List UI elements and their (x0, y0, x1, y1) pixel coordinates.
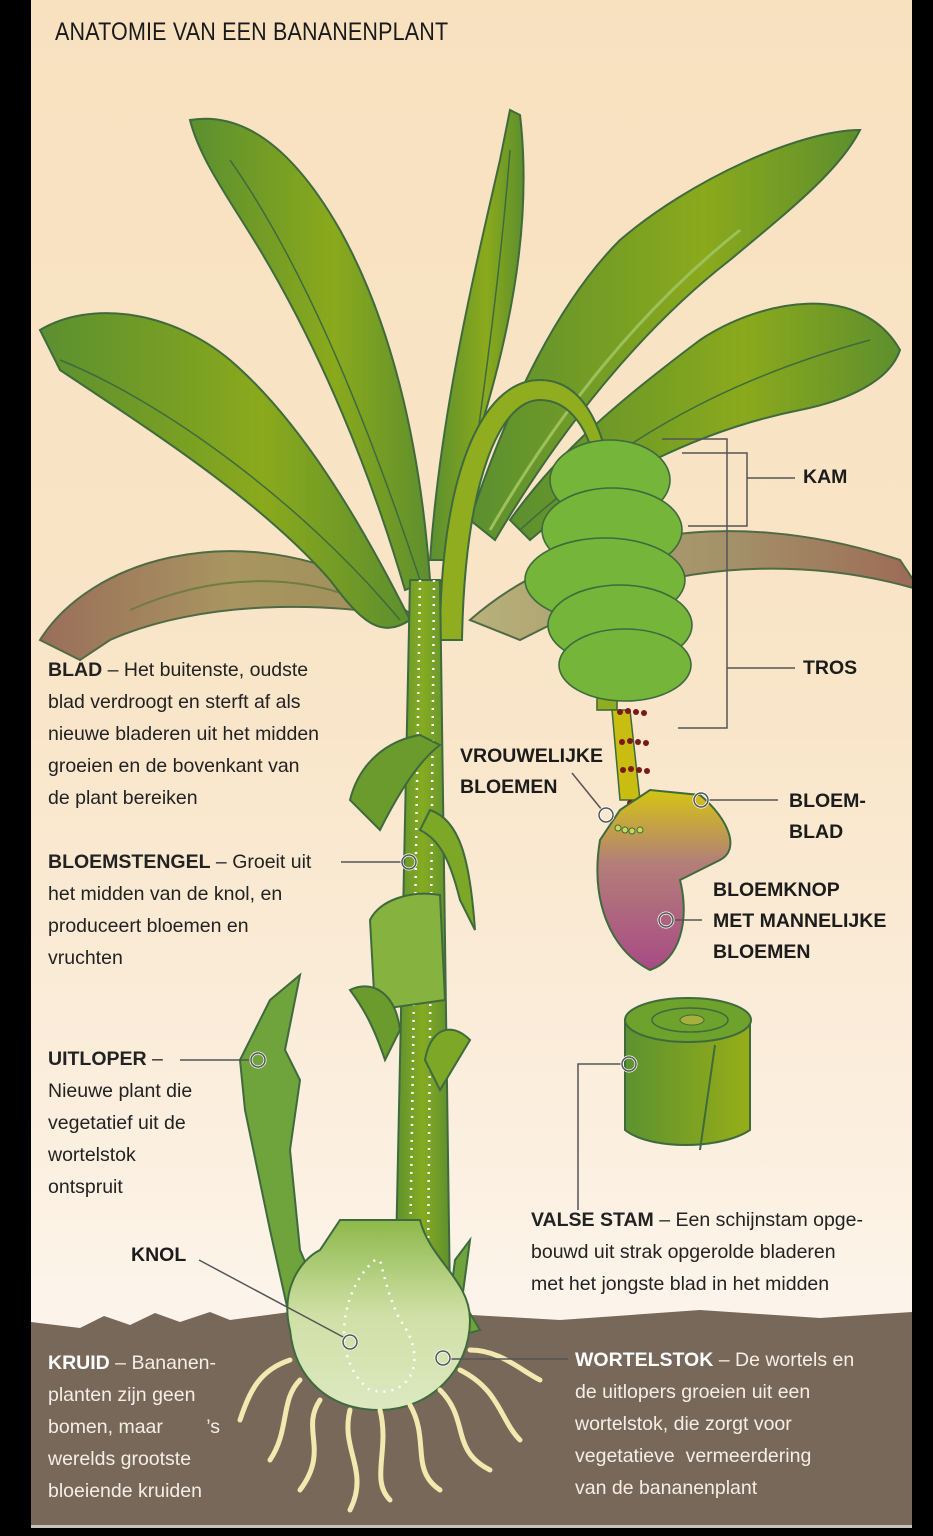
page-title: ANATOMIE VAN EEN BANANENPLANT (55, 18, 449, 46)
banana-bunch (524, 439, 693, 711)
leader-lines (180, 438, 795, 1367)
rolled-pseudostem (624, 997, 752, 1151)
term-blad: BLAD (48, 659, 103, 681)
flower-bud (596, 788, 732, 972)
term-uitloper: UITLOPER (48, 1048, 147, 1070)
term-wortelstok: WORTELSTOK (575, 1349, 714, 1371)
annotation-valse-stam: VALSE STAM – Een schijnstam opge- bouwd … (531, 1209, 863, 1295)
label-bloemblad: BLOEM- BLAD (789, 790, 866, 843)
label-vrouwelijke-bloemen: VROUWELIJKE BLOEMEN (460, 745, 604, 798)
term-bloemstengel: BLOEMSTENGEL (48, 851, 211, 873)
annotation-wortelstok: WORTELSTOK – De wortels en de uitlopers … (575, 1349, 855, 1499)
annotation-uitloper: UITLOPER – Nieuwe plant die vegetatief u… (48, 1048, 193, 1198)
term-valse-stam: VALSE STAM (531, 1209, 654, 1231)
label-kam: KAM (803, 466, 848, 488)
annotation-blad: BLAD – Het buitenste, oudste blad verdro… (48, 659, 320, 809)
bottom-border (31, 1525, 912, 1528)
infographic-canvas: ANATOMIE VAN EEN BANANENPLANT BLAD – Het… (31, 0, 912, 1525)
label-bloemknop: BLOEMKNOP MET MANNELIJKE BLOEMEN (713, 879, 887, 963)
roots (237, 1347, 543, 1513)
label-tros: TROS (803, 657, 858, 679)
annotation-kruid: KRUID – Bananen- planten zijn geen bomen… (48, 1352, 220, 1502)
label-knol: KNOL (131, 1244, 187, 1266)
soil (31, 1310, 912, 1525)
banana-plant-illustration (31, 108, 912, 1525)
term-kruid: KRUID (48, 1352, 110, 1374)
annotation-bloemstengel: BLOEMSTENGEL – Groeit uit het midden van… (48, 851, 312, 969)
